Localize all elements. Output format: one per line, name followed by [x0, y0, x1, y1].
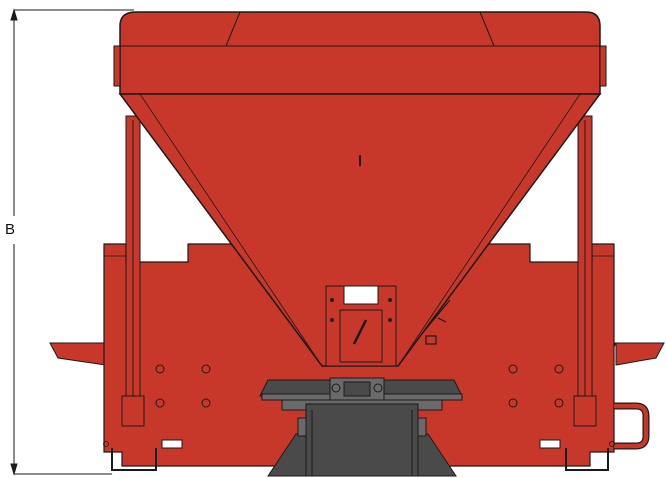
left-wing — [49, 342, 107, 366]
right-support-leg — [565, 115, 609, 471]
mounting-handle — [614, 402, 650, 450]
dimension-b — [10, 8, 134, 476]
discharge-chute — [325, 285, 397, 367]
dimension-label: B — [5, 221, 16, 238]
hopper-top — [119, 11, 601, 95]
spinner-motor — [259, 377, 463, 477]
mounting-holes — [155, 364, 564, 408]
gate-lever — [419, 299, 451, 345]
left-support-leg — [111, 115, 157, 471]
